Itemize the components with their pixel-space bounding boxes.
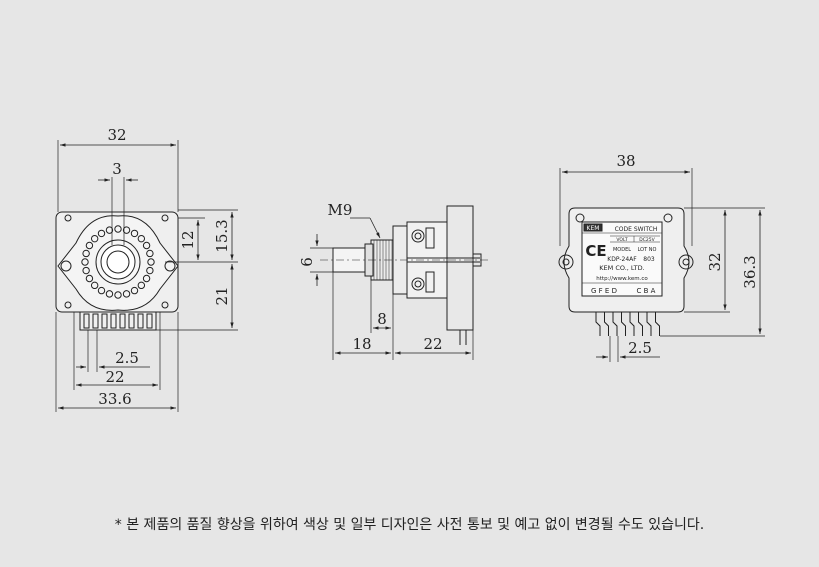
- label-company: KEM CO., LTD.: [599, 264, 644, 272]
- terminal-pin: [101, 313, 108, 329]
- contact-hole: [81, 258, 89, 266]
- label-url: http://www.kem.co: [596, 276, 648, 282]
- dim-width-33-6: 33.6: [98, 390, 131, 408]
- dim-width-32: 32: [107, 126, 126, 144]
- contact-hole: [137, 234, 146, 243]
- dim-shaft-len-18: 18: [352, 335, 371, 353]
- contact-hole: [90, 281, 99, 290]
- disclaimer-note: * 본 제품의 품질 향상을 위하여 색상 및 일부 디자인은 사전 통보 및 …: [114, 517, 705, 533]
- label-model-no: KDP-24AF: [607, 256, 637, 263]
- contact-hole: [90, 234, 99, 243]
- dim-width-38: 38: [616, 152, 635, 170]
- terminal-pin: [646, 312, 652, 336]
- rear-view: [558, 168, 765, 362]
- contact-hole: [146, 249, 154, 258]
- contact-hole: [82, 249, 90, 258]
- dim-thread-m9: M9: [328, 201, 353, 219]
- side-view-dims: M9 6 8 18 22: [298, 201, 443, 353]
- label-lot: LOT NO: [638, 247, 657, 253]
- label-pins-right: C B A: [637, 287, 656, 295]
- dim-rear-pin-pitch-2-5: 2.5: [628, 339, 652, 357]
- contact-hole: [97, 286, 106, 295]
- contact-hole: [122, 290, 131, 298]
- contact-hole: [105, 226, 114, 234]
- contact-hole: [85, 241, 94, 250]
- label-volt-value: DC25V: [639, 237, 655, 243]
- dim-body-len-22: 22: [423, 335, 442, 353]
- contact-hole: [137, 281, 146, 290]
- label-title: CODE SWITCH: [615, 226, 658, 233]
- dim-bushing-8: 8: [377, 310, 387, 328]
- contact-hole: [105, 290, 114, 298]
- label-brand: KEM: [587, 225, 600, 232]
- contact-hole: [146, 266, 154, 275]
- label-ce-mark: CE: [585, 242, 606, 260]
- terminal-pin: [621, 312, 626, 336]
- terminal-pin: [604, 312, 609, 336]
- contact-hole: [82, 266, 90, 275]
- contact-hole: [85, 274, 94, 283]
- contact-hole: [147, 258, 155, 266]
- dim-height-15-3: 15.3: [213, 219, 231, 252]
- dim-height-36-3: 36.3: [741, 255, 759, 288]
- terminal-pin: [146, 313, 153, 329]
- dim-shaft-dia-6: 6: [298, 257, 316, 267]
- dim-height-21: 21: [213, 286, 231, 305]
- front-view: [55, 140, 238, 412]
- terminal-pin: [83, 313, 90, 329]
- label-lot-no: 803: [643, 256, 655, 263]
- label-pins-left: G F E D: [591, 287, 617, 295]
- contact-hole: [130, 286, 139, 295]
- terminal-pin: [612, 312, 618, 336]
- terminal-pin: [110, 313, 117, 329]
- label-volt: VOLT: [616, 237, 627, 243]
- contact-hole: [142, 274, 151, 283]
- contact-hole: [142, 241, 151, 250]
- dim-pin-span-22: 22: [105, 368, 124, 386]
- terminal-pin: [595, 312, 601, 336]
- dim-height-32: 32: [706, 252, 724, 271]
- contact-hole: [122, 226, 131, 234]
- front-view-dims: 32 3 12 15.3 21 2.5 22 33.6: [98, 126, 231, 408]
- label-model: MODEL: [613, 247, 631, 253]
- terminal-pin: [92, 313, 99, 329]
- terminal-pin: [119, 313, 126, 329]
- terminal-pin: [629, 312, 635, 336]
- dim-pin-pitch-2-5: 2.5: [115, 349, 139, 367]
- rear-view-label: KEM CODE SWITCH CE VOLT DC25V MODEL LOT …: [585, 225, 657, 295]
- contact-hole: [130, 229, 139, 238]
- terminal-pin: [655, 312, 660, 336]
- terminal-pin: [128, 313, 135, 329]
- rear-view-dims: 38 32 36.3 2.5: [616, 152, 759, 357]
- dim-height-12: 12: [179, 230, 197, 249]
- terminal-pin: [638, 312, 643, 336]
- contact-hole: [114, 291, 122, 299]
- side-view: [310, 205, 490, 360]
- dim-shaft-flat-3: 3: [112, 160, 122, 178]
- contact-hole: [97, 229, 106, 238]
- contact-hole: [114, 225, 122, 233]
- terminal-pin: [137, 313, 144, 329]
